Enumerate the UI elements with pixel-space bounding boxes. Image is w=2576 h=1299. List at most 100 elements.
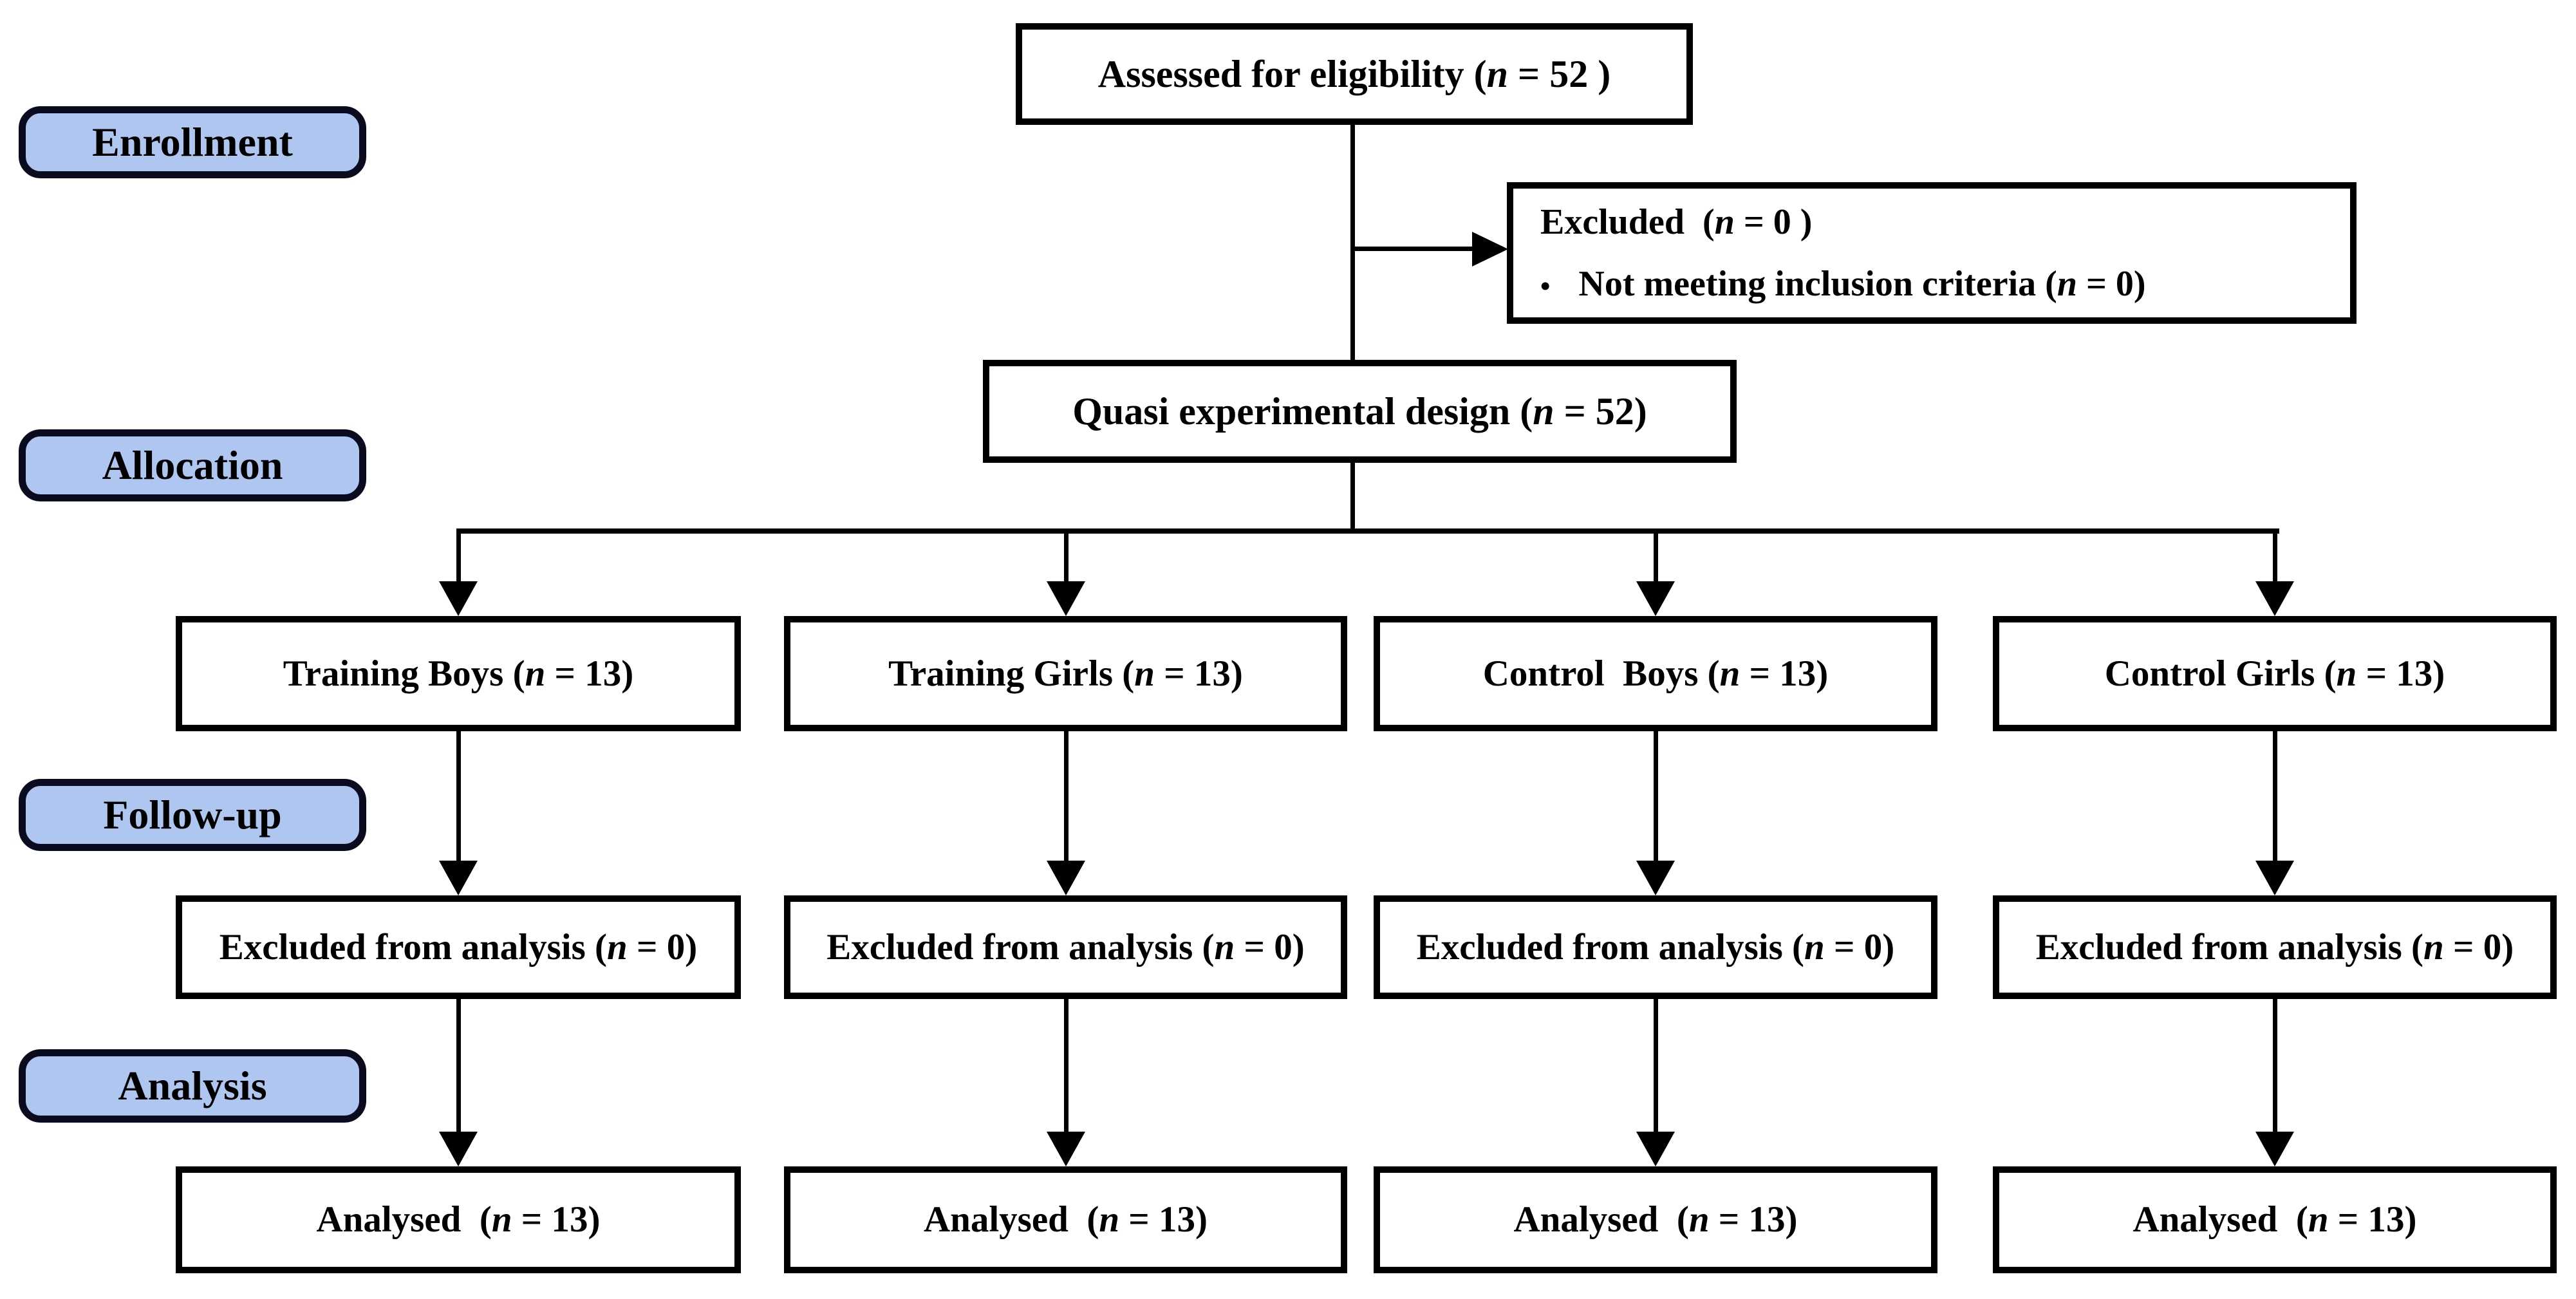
text-post: = 0) [2443,926,2514,967]
excluded-analysis-text: Excluded from analysis (n = 0) [826,924,1304,970]
connector-quasi-to-split [1350,460,1355,532]
n-symbol: n [2423,926,2444,967]
analysed-box-3: Analysed (n = 13) [1374,1166,1937,1273]
arrowhead-tg-excluded-analysis [1047,861,1085,895]
arrowhead-into-control-boys [1636,581,1675,616]
n-symbol: n [2308,1199,2329,1240]
connector-split-to-training-boys [456,530,461,588]
arrowhead-cb-excluded-analysis [1636,861,1675,895]
text-post: = 52 ) [1508,52,1611,95]
connector-tb-to-excluded-analysis [456,731,461,868]
text-post: = 0) [1824,926,1895,967]
text-pre: Training Boys ( [283,653,525,694]
arrowhead-tb-excluded-analysis [439,861,478,895]
text-post: = 13) [512,1199,601,1240]
analysed-text: Analysed (n = 13) [316,1197,600,1242]
branch-text: Training Boys (n = 13) [283,651,634,696]
quasi-design-box: Quasi experimental design (n = 52) [983,360,1737,463]
text-post: = 13) [1154,653,1243,694]
stage-label-text: Analysis [118,1063,267,1108]
connector-split-to-control-girls [2273,530,2277,588]
analysed-box-2: Analysed (n = 13) [784,1166,1347,1273]
quasi-design-text: Quasi experimental design (n = 52) [1072,388,1647,436]
arrowhead-cg-analysed [2255,1132,2294,1166]
text-post: = 13) [1709,1199,1798,1240]
text-post: = 52) [1554,389,1647,433]
stage-label-allocation: Allocation [19,429,366,501]
connector-cg-to-analysed [2273,999,2277,1133]
branch-box-training-girls: Training Girls (n = 13) [784,616,1347,731]
text-pre: Analysed ( [923,1199,1099,1240]
n-symbol: n [607,926,628,967]
text-pre: Control Girls ( [2104,653,2337,694]
stage-label-enrollment: Enrollment [19,106,366,178]
arrowhead-cb-analysed [1636,1132,1675,1166]
arrowhead-tb-analysed [439,1132,478,1166]
text-pre: Quasi experimental design ( [1072,389,1533,433]
text-pre: Assessed for eligibility ( [1097,52,1487,95]
text-pre: Excluded ( [1540,202,1715,242]
text-pre: Excluded from analysis ( [1416,926,1805,967]
excluded-box: Excluded (n = 0 ) • Not meeting inclusio… [1507,182,2357,324]
n-symbol: n [1533,389,1554,433]
n-symbol: n [2336,653,2357,694]
excluded-line2-text: Not meeting inclusion criteria (n = 0) [1578,261,2145,306]
excluded-line1: Excluded (n = 0 ) [1540,200,1812,245]
stage-label-analysis: Analysis [19,1049,366,1123]
connector-to-excluded [1352,247,1475,251]
text-pre: Analysed ( [2133,1199,2308,1240]
assessed-box: Assessed for eligibility (n = 52 ) [1016,23,1693,125]
connector-cg-to-excluded-analysis [2273,731,2277,868]
n-symbol: n [525,653,546,694]
excluded-analysis-box-2: Excluded from analysis (n = 0) [784,895,1347,999]
text-post: = 13) [2357,653,2445,694]
n-symbol: n [1486,52,1509,95]
arrowhead-into-training-boys [439,581,478,616]
connector-tg-to-excluded-analysis [1064,731,1069,868]
branch-text: Control Girls (n = 13) [2105,651,2445,696]
branch-box-training-boys: Training Boys (n = 13) [176,616,741,731]
arrowhead-tg-analysed [1047,1132,1085,1166]
branch-box-control-boys: Control Boys (n = 13) [1374,616,1937,731]
analysed-text: Analysed (n = 13) [2133,1197,2416,1242]
excluded-analysis-box-4: Excluded from analysis (n = 0) [1993,895,2557,999]
stage-label-text: Follow-up [103,792,282,837]
arrowhead-into-control-girls [2255,581,2294,616]
branch-text: Training Girls (n = 13) [888,651,1243,696]
excluded-analysis-box-1: Excluded from analysis (n = 0) [176,895,741,999]
text-post: = 0 ) [1734,202,1813,242]
n-symbol: n [1719,653,1741,694]
excluded-analysis-text: Excluded from analysis (n = 0) [219,924,697,970]
excluded-line2: • Not meeting inclusion criteria (n = 0) [1540,261,2146,306]
arrowhead-into-excluded [1472,232,1508,266]
bullet-icon: • [1540,270,1551,302]
stage-label-text: Enrollment [92,119,293,165]
text-post: = 13) [2328,1199,2417,1240]
text-post: = 0) [1235,926,1305,967]
connector-assessed-to-quasi [1350,124,1355,361]
text-pre: Training Girls ( [888,653,1135,694]
connector-tg-to-analysed [1064,999,1069,1133]
text-pre: Excluded from analysis ( [826,926,1215,967]
n-symbol: n [2057,264,2077,304]
text-pre: Control Boys ( [1482,653,1720,694]
text-pre: Analysed ( [316,1199,492,1240]
excluded-analysis-box-3: Excluded from analysis (n = 0) [1374,895,1937,999]
analysed-box-1: Analysed (n = 13) [176,1166,741,1273]
connector-split-to-training-girls [1064,530,1069,588]
text-post: = 13) [1119,1199,1208,1240]
n-symbol: n [1134,653,1155,694]
branch-text: Control Boys (n = 13) [1483,651,1829,696]
analysed-text: Analysed (n = 13) [924,1197,1208,1242]
stage-label-followup: Follow-up [19,779,366,851]
text-pre: Excluded from analysis ( [219,926,608,967]
text-pre: Excluded from analysis ( [2035,926,2424,967]
arrowhead-into-training-girls [1047,581,1085,616]
connector-tb-to-analysed [456,999,461,1133]
text-post: = 0) [627,926,698,967]
connector-split-to-control-boys [1654,530,1658,588]
text-pre: Not meeting inclusion criteria ( [1578,264,2057,304]
text-pre: Analysed ( [1513,1199,1689,1240]
n-symbol: n [1714,202,1735,242]
